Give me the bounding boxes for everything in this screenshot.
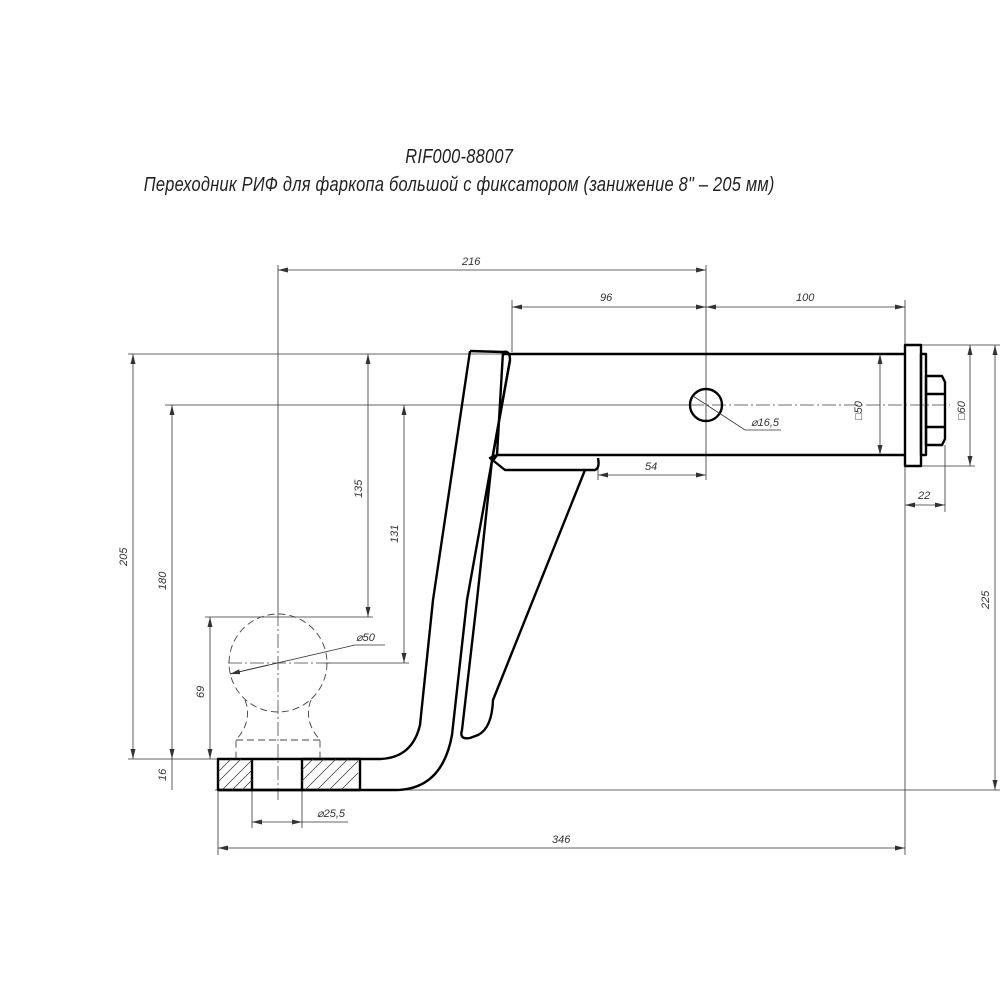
dim-135: 135 [353,479,365,498]
dim-346: 346 [552,834,571,846]
centerlines [228,404,950,800]
drop-bracket [218,349,600,792]
drawing-title: Переходник РИФ для фаркопа большой с фик… [143,174,775,196]
dimensions: 216 96 100 205 180 16 135 131 69 ⌀50 ⌀25… [118,256,998,851]
part-number: RIF000-88007 [405,146,514,168]
tow-ball [228,613,328,759]
end-plate-and-nut [903,343,947,468]
dim-pin-hole-diameter: ⌀16,5 [751,417,780,429]
dim-205: 205 [118,547,130,567]
dim-16: 16 [157,768,169,781]
dim-square-50: □50 [853,400,865,420]
dim-100: 100 [796,292,815,304]
dim-225: 225 [980,590,992,610]
dim-96: 96 [600,292,613,304]
dim-69: 69 [195,686,207,698]
dim-216: 216 [461,256,481,268]
dim-22: 22 [917,490,930,502]
dim-131: 131 [389,525,401,543]
receiver-tube [497,352,905,457]
dim-ball-diameter: ⌀50 [356,632,376,644]
dim-54: 54 [645,461,657,473]
dim-square-60: □60 [956,400,968,420]
dim-180: 180 [157,571,169,590]
ball-mount-base [216,757,362,792]
dim-hole-diameter: ⌀25,5 [317,808,346,820]
pin-hole [688,387,724,423]
